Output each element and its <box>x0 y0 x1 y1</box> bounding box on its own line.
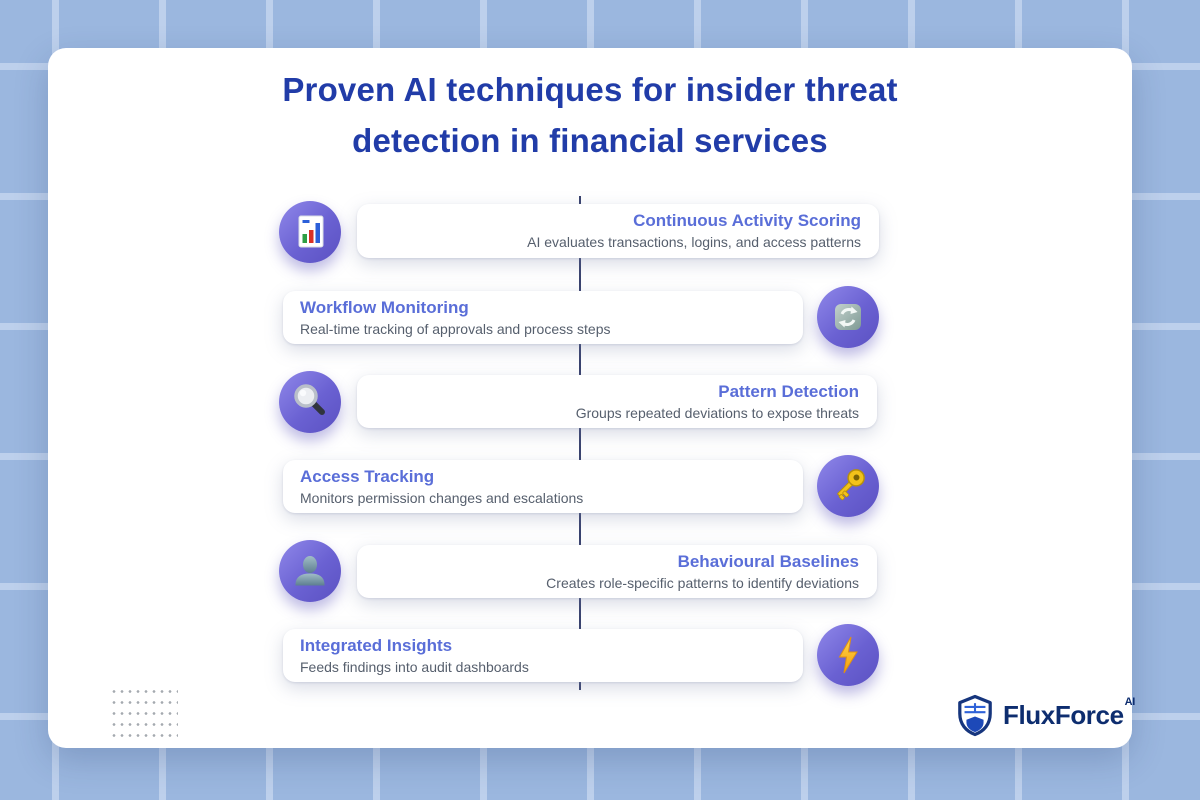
list-item-integrated-insights: Integrated Insights Feeds findings into … <box>283 629 803 682</box>
item-description: Feeds findings into audit dashboards <box>300 658 529 675</box>
dot-grid-decoration <box>110 686 178 738</box>
list-item-pattern-detection: Pattern Detection Groups repeated deviat… <box>357 375 877 428</box>
brand-name-text: FluxForce <box>1003 700 1124 730</box>
item-description: Real-time tracking of approvals and proc… <box>300 320 611 337</box>
bar-chart-icon <box>279 201 341 263</box>
infographic-card: Proven AI techniques for insider threat … <box>48 48 1135 748</box>
shield-logo-icon <box>956 694 994 737</box>
key-icon <box>817 455 879 517</box>
person-silhouette-icon <box>279 540 341 602</box>
brand-name: FluxForceAI <box>1003 696 1135 731</box>
item-heading: Integrated Insights <box>300 635 453 655</box>
list-item-behavioural-baselines: Behavioural Baselines Creates role-speci… <box>357 545 877 598</box>
item-description: Monitors permission changes and escalati… <box>300 489 584 506</box>
item-description: Creates role-specific patterns to identi… <box>546 574 859 591</box>
item-heading: Behavioural Baselines <box>677 551 859 571</box>
item-heading: Workflow Monitoring <box>300 297 469 317</box>
lightning-bolt-icon <box>817 624 879 686</box>
magnifier-icon <box>279 371 341 433</box>
item-description: AI evaluates transactions, logins, and a… <box>527 234 861 250</box>
refresh-arrows-icon <box>817 286 879 348</box>
page-title: Proven AI techniques for insider threat … <box>48 64 1132 166</box>
item-heading: Continuous Activity Scoring <box>633 211 861 230</box>
page-title-line1: Proven AI techniques for insider threat <box>282 71 898 108</box>
timeline-connector <box>579 196 581 690</box>
item-heading: Access Tracking <box>300 466 435 486</box>
item-description: Groups repeated deviations to expose thr… <box>575 404 859 421</box>
list-item-workflow-monitoring: Workflow Monitoring Real-time tracking o… <box>283 291 803 344</box>
item-heading: Pattern Detection <box>718 381 859 401</box>
list-item-continuous-activity-scoring: Continuous Activity Scoring AI evaluates… <box>357 204 879 258</box>
brand-suffix: AI <box>1124 696 1136 709</box>
brand-logo: FluxForceAI <box>956 694 1135 737</box>
list-item-access-tracking: Access Tracking Monitors permission chan… <box>283 460 803 513</box>
page-title-line2: detection in financial services <box>352 122 828 159</box>
